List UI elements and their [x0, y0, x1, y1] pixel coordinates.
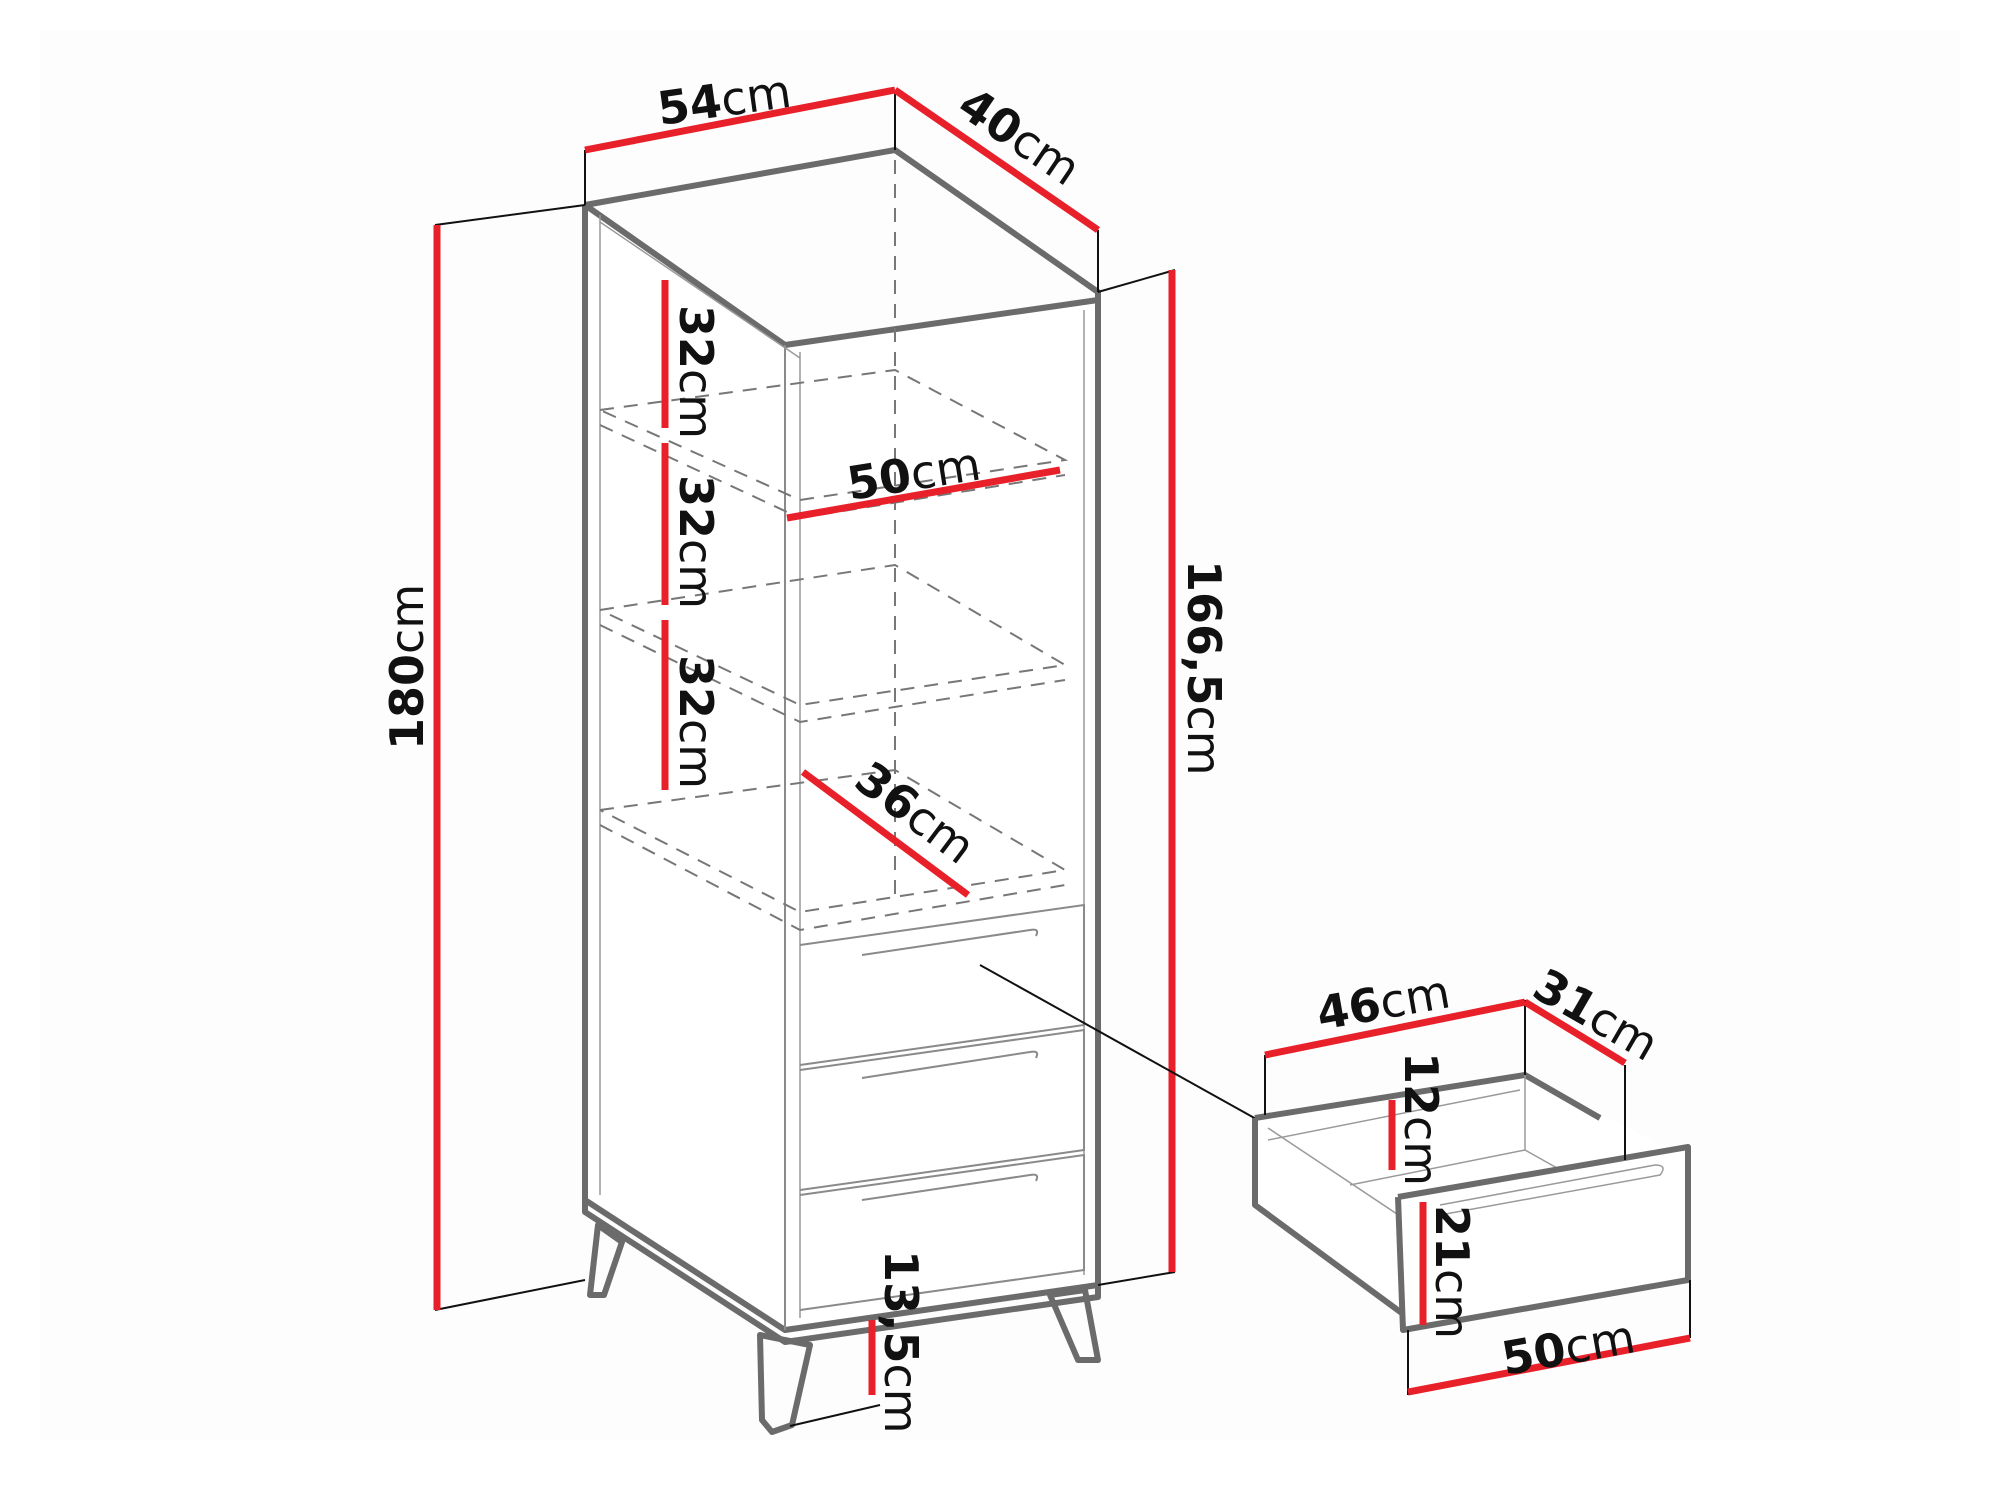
top-inner-line	[599, 221, 801, 359]
drawer-bottom-line	[1349, 1149, 1526, 1186]
drawer-front-lip	[1439, 1164, 1664, 1216]
dim-line-drawer-inner-width	[1264, 998, 1526, 1059]
leg-back-left	[587, 1222, 625, 1298]
leg-front-left	[757, 1332, 813, 1435]
drawer-leader-line	[979, 964, 1259, 1121]
drawer-1[interactable]	[799, 903, 1085, 1066]
dim-line-width	[584, 86, 896, 154]
dim-line-shelf-depth	[800, 769, 971, 898]
drawer-side-inner-line	[1267, 1127, 1419, 1229]
drawer-handle-3[interactable]	[861, 1173, 1039, 1201]
label-shelf-gap-2: 32cm	[669, 475, 723, 609]
dim-line-shelf-width	[786, 466, 1061, 522]
label-leg-height: 13,5cm	[874, 1250, 928, 1434]
label-drawer-inner-height: 12cm	[1394, 1052, 1448, 1186]
drawer-2[interactable]	[799, 1028, 1085, 1191]
label-shelf-gap-1: 32cm	[669, 305, 723, 439]
shelf-3	[599, 768, 1068, 932]
cabinet-top-front-edge-left	[583, 202, 787, 348]
cabinet-front-face	[785, 300, 1098, 1330]
label-drawer-front-width: 50cm	[1498, 1309, 1639, 1385]
drawer-front-panel	[1398, 1147, 1688, 1330]
dim-line-drawer-inner-depth	[1523, 999, 1627, 1066]
drawer-handle-1[interactable]	[861, 928, 1039, 956]
cabinet	[582, 147, 1101, 1435]
dim-line-depth	[893, 87, 1100, 233]
dim-line-drawer-front-width	[1407, 1334, 1691, 1396]
drawer-side-outline	[1252, 1118, 1420, 1328]
drawer-handle-2[interactable]	[861, 1050, 1039, 1079]
label-drawer-front-height: 21cm	[1425, 1205, 1479, 1339]
leg-front-right	[1047, 1287, 1101, 1363]
label-drawer-inner-width: 46cm	[1313, 964, 1454, 1040]
label-body-height: 166,5cm	[1177, 560, 1231, 776]
label-total-height: 180cm	[380, 584, 434, 750]
label-shelf-gap-3: 32cm	[669, 655, 723, 789]
label-shelf-width: 50cm	[843, 437, 984, 511]
cabinet-side-face	[585, 210, 785, 1330]
drawer-3[interactable]	[799, 1153, 1085, 1311]
label-width: 54cm	[654, 64, 794, 136]
cabinet-top-front-edge	[784, 297, 1099, 348]
drawer-front-outline	[1395, 1144, 1691, 1333]
